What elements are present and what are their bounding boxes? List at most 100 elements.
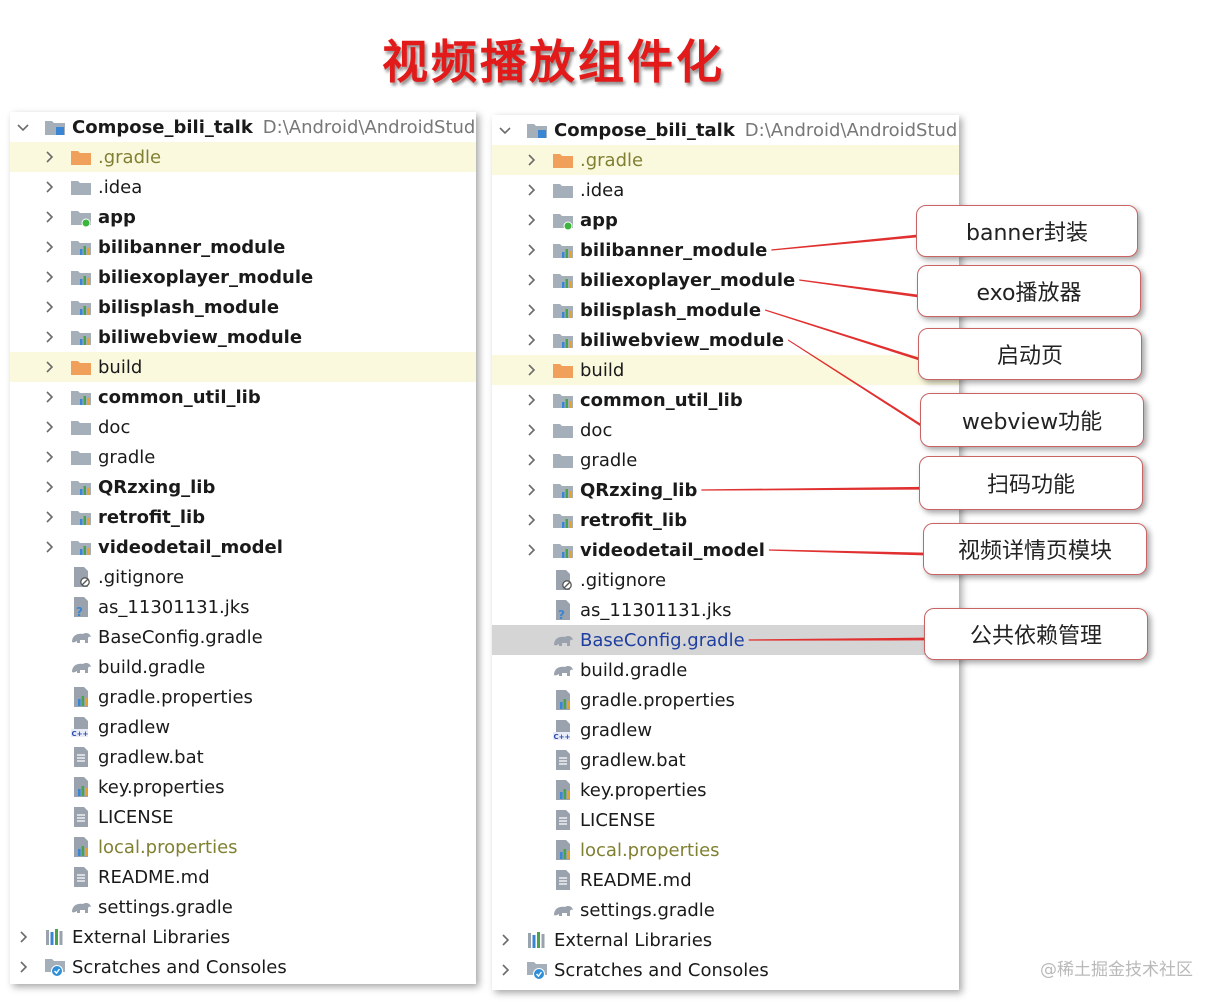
tree-item-common-util-lib[interactable]: common_util_lib — [492, 385, 959, 415]
tree-item-bilisplash-module[interactable]: bilisplash_module — [10, 292, 476, 322]
tree-item-gitignore[interactable]: .gitignore — [492, 565, 959, 595]
tree-item-biliwebview-module[interactable]: biliwebview_module — [10, 322, 476, 352]
tree-item-license[interactable]: LICENSE — [492, 805, 959, 835]
tree-item-gradle[interactable]: gradle — [492, 445, 959, 475]
tree-item-retrofit-lib[interactable]: retrofit_lib — [10, 502, 476, 532]
tree-item-app[interactable]: app — [492, 205, 959, 235]
chevron-right-icon[interactable] — [524, 153, 538, 167]
callout-connector-line — [748, 637, 925, 641]
chevron-right-icon[interactable] — [42, 480, 56, 494]
tree-item-key-properties[interactable]: key.properties — [492, 775, 959, 805]
tree-item-idea[interactable]: .idea — [492, 175, 959, 205]
tree-item-doc[interactable]: doc — [10, 412, 476, 442]
chevron-right-icon[interactable] — [42, 240, 56, 254]
chevron-right-icon[interactable] — [524, 483, 538, 497]
tree-item-videodetail-model[interactable]: videodetail_model — [10, 532, 476, 562]
chevron-right-icon[interactable] — [524, 243, 538, 257]
tree-root[interactable]: Compose_bili_talkD:\Android\AndroidStudi… — [492, 115, 959, 145]
chevron-right-icon[interactable] — [16, 960, 30, 974]
tree-item-gradlew[interactable]: C++gradlew — [10, 712, 476, 742]
tree-item-build[interactable]: build — [10, 352, 476, 382]
tree-item-label: README.md — [580, 869, 692, 891]
tree-item-local-properties[interactable]: local.properties — [492, 835, 959, 865]
chevron-right-icon[interactable] — [42, 360, 56, 374]
callout-biliexoplayer-module: exo播放器 — [917, 265, 1141, 317]
tree-item-gradle[interactable]: gradle — [10, 442, 476, 472]
chevron-right-icon[interactable] — [524, 513, 538, 527]
tree-item-gradlew[interactable]: C++gradlew — [492, 715, 959, 745]
tree-item-gradlew-bat[interactable]: gradlew.bat — [492, 745, 959, 775]
chevron-right-icon[interactable] — [42, 150, 56, 164]
chevron-right-icon[interactable] — [524, 183, 538, 197]
tree-item-gradle-properties[interactable]: gradle.properties — [492, 685, 959, 715]
chevron-right-icon[interactable] — [524, 333, 538, 347]
tree-item-local-properties[interactable]: local.properties — [10, 832, 476, 862]
tree-item-gradle-properties[interactable]: gradle.properties — [10, 682, 476, 712]
tree-item-baseconfig-gradle[interactable]: BaseConfig.gradle — [10, 622, 476, 652]
tree-item-as-11301131-jks[interactable]: ?as_11301131.jks — [10, 592, 476, 622]
tree-item-biliexoplayer-module[interactable]: biliexoplayer_module — [10, 262, 476, 292]
callout-label: banner封装 — [966, 221, 1088, 246]
chevron-right-icon[interactable] — [524, 453, 538, 467]
tree-item-app[interactable]: app — [10, 202, 476, 232]
tree-item-qrzxing-lib[interactable]: QRzxing_lib — [492, 475, 959, 505]
tree-root[interactable]: Compose_bili_talkD:\Android\AndroidStudi… — [10, 112, 476, 142]
tree-item-settings-gradle[interactable]: settings.gradle — [10, 892, 476, 922]
chevron-right-icon[interactable] — [42, 180, 56, 194]
tree-item-label: videodetail_model — [98, 536, 283, 558]
chevron-right-icon[interactable] — [42, 390, 56, 404]
tree-external-libraries[interactable]: External Libraries — [492, 925, 959, 955]
tree-item-bilisplash-module[interactable]: bilisplash_module — [492, 295, 959, 325]
tree-scratches-and-consoles[interactable]: Scratches and Consoles — [10, 952, 476, 982]
tree-item-common-util-lib[interactable]: common_util_lib — [10, 382, 476, 412]
chevron-right-icon[interactable] — [524, 393, 538, 407]
chevron-down-icon[interactable] — [498, 123, 512, 137]
chevron-right-icon[interactable] — [16, 930, 30, 944]
tree-item-gradle[interactable]: .gradle — [10, 142, 476, 172]
tree-item-videodetail-model[interactable]: videodetail_model — [492, 535, 959, 565]
tree-item-settings-gradle[interactable]: settings.gradle — [492, 895, 959, 925]
tree-item-build-gradle[interactable]: build.gradle — [10, 652, 476, 682]
chevron-right-icon[interactable] — [42, 270, 56, 284]
tree-item-license[interactable]: LICENSE — [10, 802, 476, 832]
gradle-elephant-icon — [552, 899, 574, 921]
tree-item-doc[interactable]: doc — [492, 415, 959, 445]
chevron-right-icon[interactable] — [524, 423, 538, 437]
chevron-right-icon[interactable] — [498, 933, 512, 947]
tree-item-bilibanner-module[interactable]: bilibanner_module — [492, 235, 959, 265]
tree-external-libraries[interactable]: External Libraries — [10, 922, 476, 952]
chevron-right-icon[interactable] — [524, 303, 538, 317]
chevron-right-icon[interactable] — [498, 963, 512, 977]
tree-item-gradle[interactable]: .gradle — [492, 145, 959, 175]
chevron-right-icon[interactable] — [42, 540, 56, 554]
tree-item-label: BaseConfig.gradle — [98, 626, 263, 648]
module-folder-icon — [70, 326, 92, 348]
tree-item-gitignore[interactable]: .gitignore — [10, 562, 476, 592]
tree-scratches-and-consoles[interactable]: Scratches and Consoles — [492, 955, 959, 985]
tree-item-build[interactable]: build — [492, 355, 959, 385]
tree-item-readme-md[interactable]: README.md — [10, 862, 476, 892]
chevron-right-icon[interactable] — [42, 420, 56, 434]
tree-item-as-11301131-jks[interactable]: ?as_11301131.jks — [492, 595, 959, 625]
tree-item-idea[interactable]: .idea — [10, 172, 476, 202]
chevron-right-icon[interactable] — [524, 543, 538, 557]
chevron-right-icon[interactable] — [524, 363, 538, 377]
tree-item-build-gradle[interactable]: build.gradle — [492, 655, 959, 685]
tree-item-biliwebview-module[interactable]: biliwebview_module — [492, 325, 959, 355]
chevron-down-icon[interactable] — [16, 120, 30, 134]
chevron-right-icon[interactable] — [42, 330, 56, 344]
tree-item-label: QRzxing_lib — [98, 476, 216, 498]
tree-item-biliexoplayer-module[interactable]: biliexoplayer_module — [492, 265, 959, 295]
chevron-right-icon[interactable] — [42, 510, 56, 524]
chevron-right-icon[interactable] — [42, 210, 56, 224]
chevron-right-icon[interactable] — [42, 300, 56, 314]
chevron-right-icon[interactable] — [524, 273, 538, 287]
tree-item-bilibanner-module[interactable]: bilibanner_module — [10, 232, 476, 262]
tree-item-qrzxing-lib[interactable]: QRzxing_lib — [10, 472, 476, 502]
tree-item-key-properties[interactable]: key.properties — [10, 772, 476, 802]
tree-item-gradlew-bat[interactable]: gradlew.bat — [10, 742, 476, 772]
tree-item-retrofit-lib[interactable]: retrofit_lib — [492, 505, 959, 535]
chevron-right-icon[interactable] — [42, 450, 56, 464]
tree-item-readme-md[interactable]: README.md — [492, 865, 959, 895]
chevron-right-icon[interactable] — [524, 213, 538, 227]
